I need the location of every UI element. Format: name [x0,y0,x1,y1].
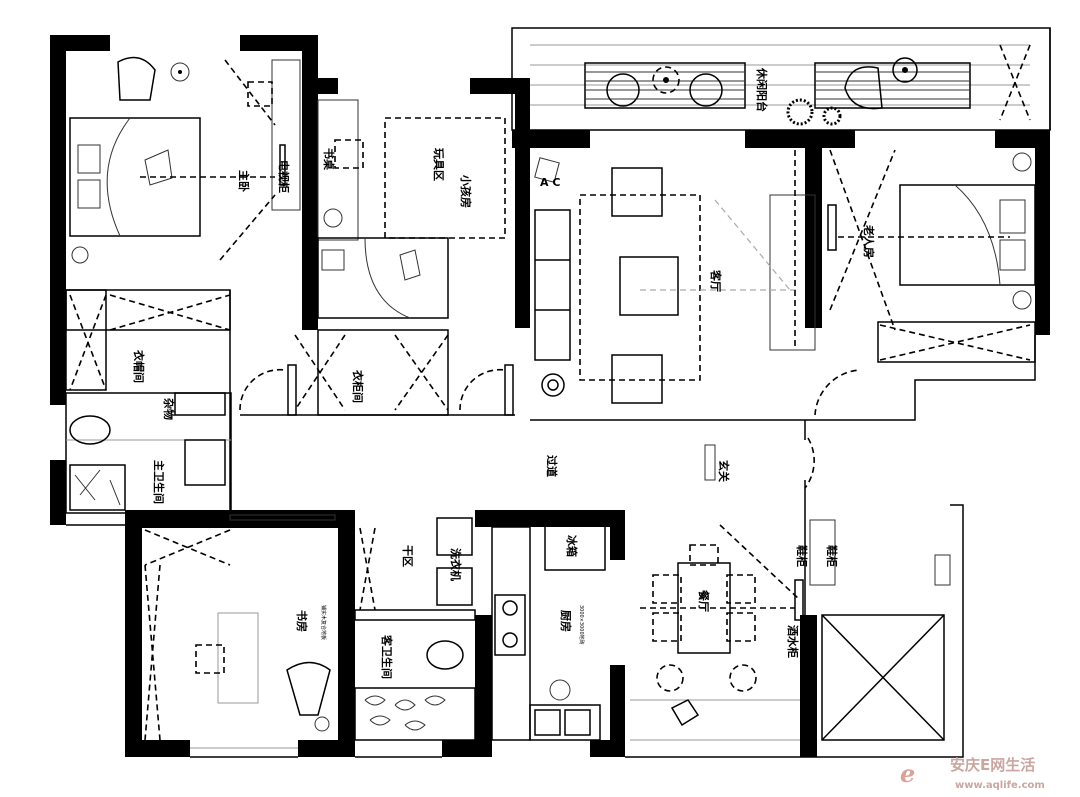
label-living-room: 客厅 [709,269,723,292]
label-master-bath: 主卫生间 [152,460,166,504]
label-wardrobe: 衣柜间 [351,370,365,403]
label-dining-room: 餐厅 [697,589,711,612]
label-shoe-cabinet-2: 鞋柜 [825,545,839,567]
outlines [66,27,1051,758]
watermark-e-logo: e [900,759,915,788]
watermark-brand: 安庆E网生活 [950,756,1035,774]
closet-furniture [65,289,232,514]
label-master-bedroom: 主卧 [237,170,251,192]
label-walk-in-closet: 衣帽间 [132,350,146,383]
living-room-furniture [534,150,816,404]
label-play-area: 玩具区 [432,148,445,181]
plant-icon [786,98,842,126]
label-storage: 杂物 [162,398,176,420]
label-kids-room: 小孩房 [459,174,473,208]
label-desk: 书桌 [322,148,336,171]
label-hallway: 过道 [545,455,559,477]
label-kitchen: 厨房 [559,610,573,632]
label-shoe-cabinet: 鞋柜 [795,545,809,567]
label-entrance: 玄关 [717,460,731,482]
watermark-url: www.aqlife.com [955,780,1045,791]
label-leisure-balcony: 休闲阳台 [755,67,769,112]
label-ac: A C [540,176,560,189]
label-study: 书房 [295,610,309,632]
label-dry-area: 干区 [401,545,414,567]
label-washer: 洗衣机 [449,548,463,581]
walls [50,35,1050,757]
study-furniture [144,514,336,741]
label-guest-bath: 客卫生间 [380,634,394,679]
balcony-tiles [530,44,1031,121]
stair-shaft [821,614,945,741]
dining-furniture [640,444,951,727]
kitchen-furniture [491,519,606,741]
label-wine-cabinet: 酒水柜 [786,625,800,658]
label-study-note: 铺实木复合地板 [320,605,327,640]
label-elderly-room: 老人房 [862,224,876,258]
kids-room-furniture [239,99,514,416]
watermark: e 安庆E网生活 www.aqlife.com [900,756,1045,791]
label-fridge: 冰箱 [565,535,579,557]
elderly-room-furniture [804,149,1036,489]
label-tv-cabinet: 电视柜 [277,160,291,193]
label-kitchen-note: 3000×3000地砖 [578,605,585,645]
room-labels: 主卧 电视柜 衣帽间 杂物 主卫生间 书桌 玩具区 小孩房 衣柜间 A C 客厅… [132,67,876,679]
guest-bath-furniture [354,517,476,741]
master-bedroom-furniture [69,56,301,264]
